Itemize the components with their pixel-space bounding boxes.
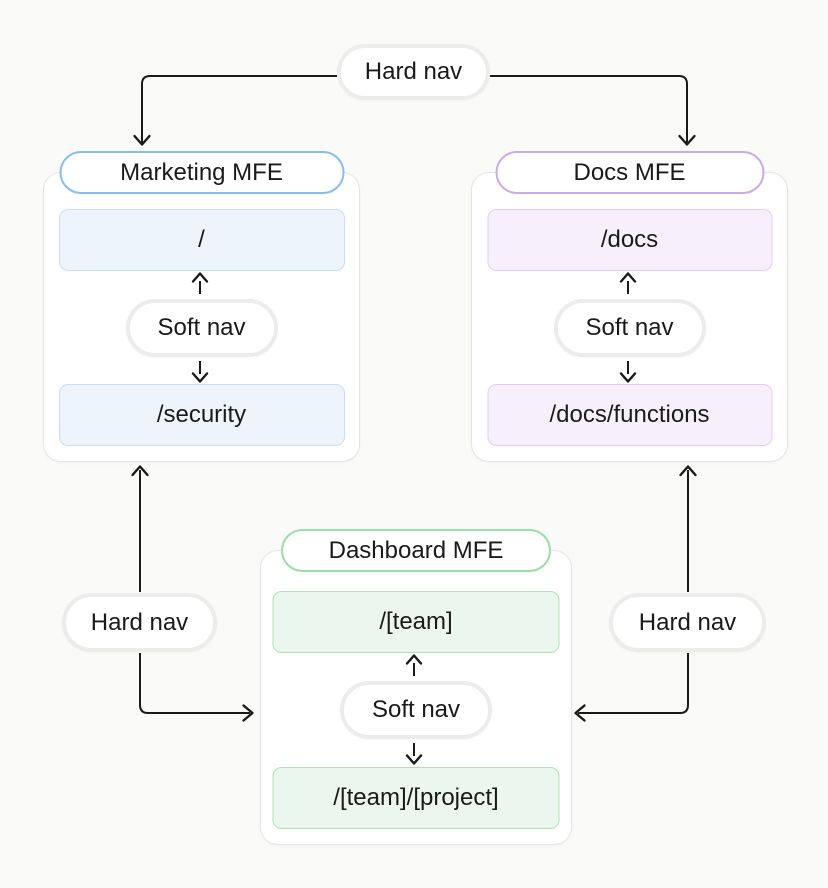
- dashboard-soft-nav-pill: Soft nav: [340, 681, 492, 739]
- dashboard-route-team-project-box: /[team]/[project]: [272, 767, 560, 829]
- dashboard-mfe-container: Dashboard MFE /[team] Soft nav /[team]/[…: [260, 529, 572, 845]
- docs-route-functions-box: /docs/functions: [487, 384, 772, 446]
- marketing-mfe-container: Marketing MFE / Soft nav /security: [43, 151, 360, 462]
- docs-route-docs-label: /docs: [600, 226, 659, 253]
- arrow-left-hardnav-to-marketing: [131, 465, 149, 592]
- dashboard-route-team-project-label: /[team]/[project]: [333, 784, 499, 811]
- dashboard-route-team-label: /[team]: [379, 608, 453, 635]
- arrow-right-hardnav-to-docs: [679, 465, 697, 592]
- hard-nav-top-label: Hard nav: [364, 58, 463, 85]
- arrow-left-hardnav-to-dashboard: [139, 653, 254, 722]
- marketing-mfe-title-pill: Marketing MFE: [59, 151, 344, 194]
- arrow-top-hardnav-to-marketing: [133, 75, 337, 146]
- docs-mfe-title-label: Docs MFE: [573, 158, 686, 186]
- arrow-top-hardnav-to-docs: [490, 75, 696, 146]
- hard-nav-right-label: Hard nav: [638, 608, 737, 636]
- marketing-soft-nav-label: Soft nav: [157, 314, 246, 341]
- marketing-route-security-label: /security: [156, 401, 247, 428]
- docs-soft-nav-label: Soft nav: [585, 314, 674, 341]
- marketing-route-root-box: /: [58, 209, 345, 271]
- hard-nav-pill-left: Hard nav: [62, 593, 217, 652]
- dashboard-soft-nav-label: Soft nav: [371, 696, 461, 723]
- docs-route-functions-label: /docs/functions: [549, 401, 710, 428]
- marketing-route-root-label: /: [198, 226, 205, 253]
- dashboard-route-team-box: /[team]: [272, 591, 560, 653]
- hard-nav-left-label: Hard nav: [90, 608, 189, 636]
- docs-soft-nav-pill: Soft nav: [553, 299, 706, 357]
- docs-mfe-title-pill: Docs MFE: [495, 151, 764, 194]
- dashboard-mfe-title-pill: Dashboard MFE: [281, 529, 551, 572]
- docs-route-docs-box: /docs: [487, 209, 772, 271]
- marketing-mfe-title-label: Marketing MFE: [120, 158, 283, 186]
- docs-mfe-container: Docs MFE /docs Soft nav /docs/functions: [471, 151, 788, 462]
- marketing-soft-nav-pill: Soft nav: [125, 299, 278, 357]
- marketing-route-security-box: /security: [58, 384, 345, 446]
- hard-nav-pill-right: Hard nav: [609, 593, 766, 652]
- dashboard-mfe-title-label: Dashboard MFE: [328, 536, 504, 564]
- arrow-right-hardnav-to-dashboard: [574, 653, 689, 722]
- hard-nav-pill-top: Hard nav: [337, 44, 490, 100]
